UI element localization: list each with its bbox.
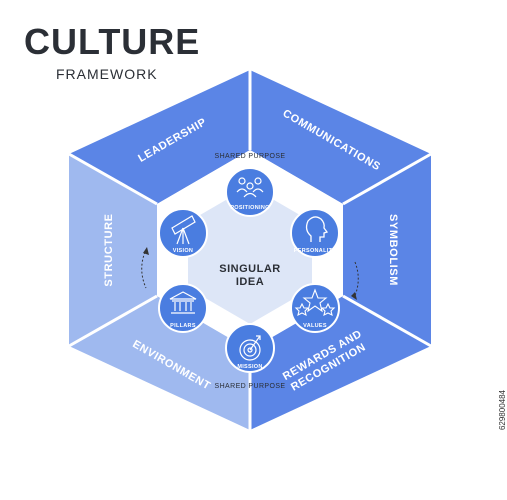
telescope-icon [171,215,196,245]
center-line2: IDEA [236,276,264,288]
circle-label-mission: MISSION [237,364,262,370]
segment-rewards [250,296,431,430]
circle-vision: VISION [158,208,208,258]
circle-pillars: PILLARS [158,283,208,333]
circle-label-pillars: PILLARS [170,323,196,329]
watermark-id: 629800484 [498,390,507,431]
circle-personality: PERSONALITY [290,208,340,258]
arrow-left-head [143,247,149,255]
circle-values: VALUES [290,283,340,333]
arrow-right-head [351,292,357,300]
circle-positioning: POSITIONING [225,167,275,217]
segment-structure [69,154,157,346]
segment-communications [250,70,431,204]
segment-environment [69,296,250,430]
circle-label-values: VALUES [303,323,327,329]
center-line1: SINGULAR [219,263,280,275]
target-icon [239,335,261,361]
circle-label-personality: PERSONALITY [294,248,336,254]
segment-leadership [69,70,250,204]
circle-mission: MISSION [225,323,275,373]
segment-symbolism [343,154,431,346]
label-structure: STRUCTURE [103,213,115,286]
arrow-left-icon [141,251,147,289]
stars-icon [294,288,336,317]
head-profile-icon [305,216,329,242]
shared-purpose-bottom: SHARED PURPOSE [215,383,286,390]
shared-purpose-top: SHARED PURPOSE [215,153,286,160]
center-hexagon [188,186,312,324]
page-subtitle: FRAMEWORK [56,66,158,82]
people-icon [236,177,264,198]
label-symbolism: SYMBOLISM [387,214,399,286]
circle-label-vision: VISION [173,248,193,254]
page-title: CULTURE [24,21,201,62]
temple-icon [169,291,197,314]
circle-label-positioning: POSITIONING [230,205,269,211]
